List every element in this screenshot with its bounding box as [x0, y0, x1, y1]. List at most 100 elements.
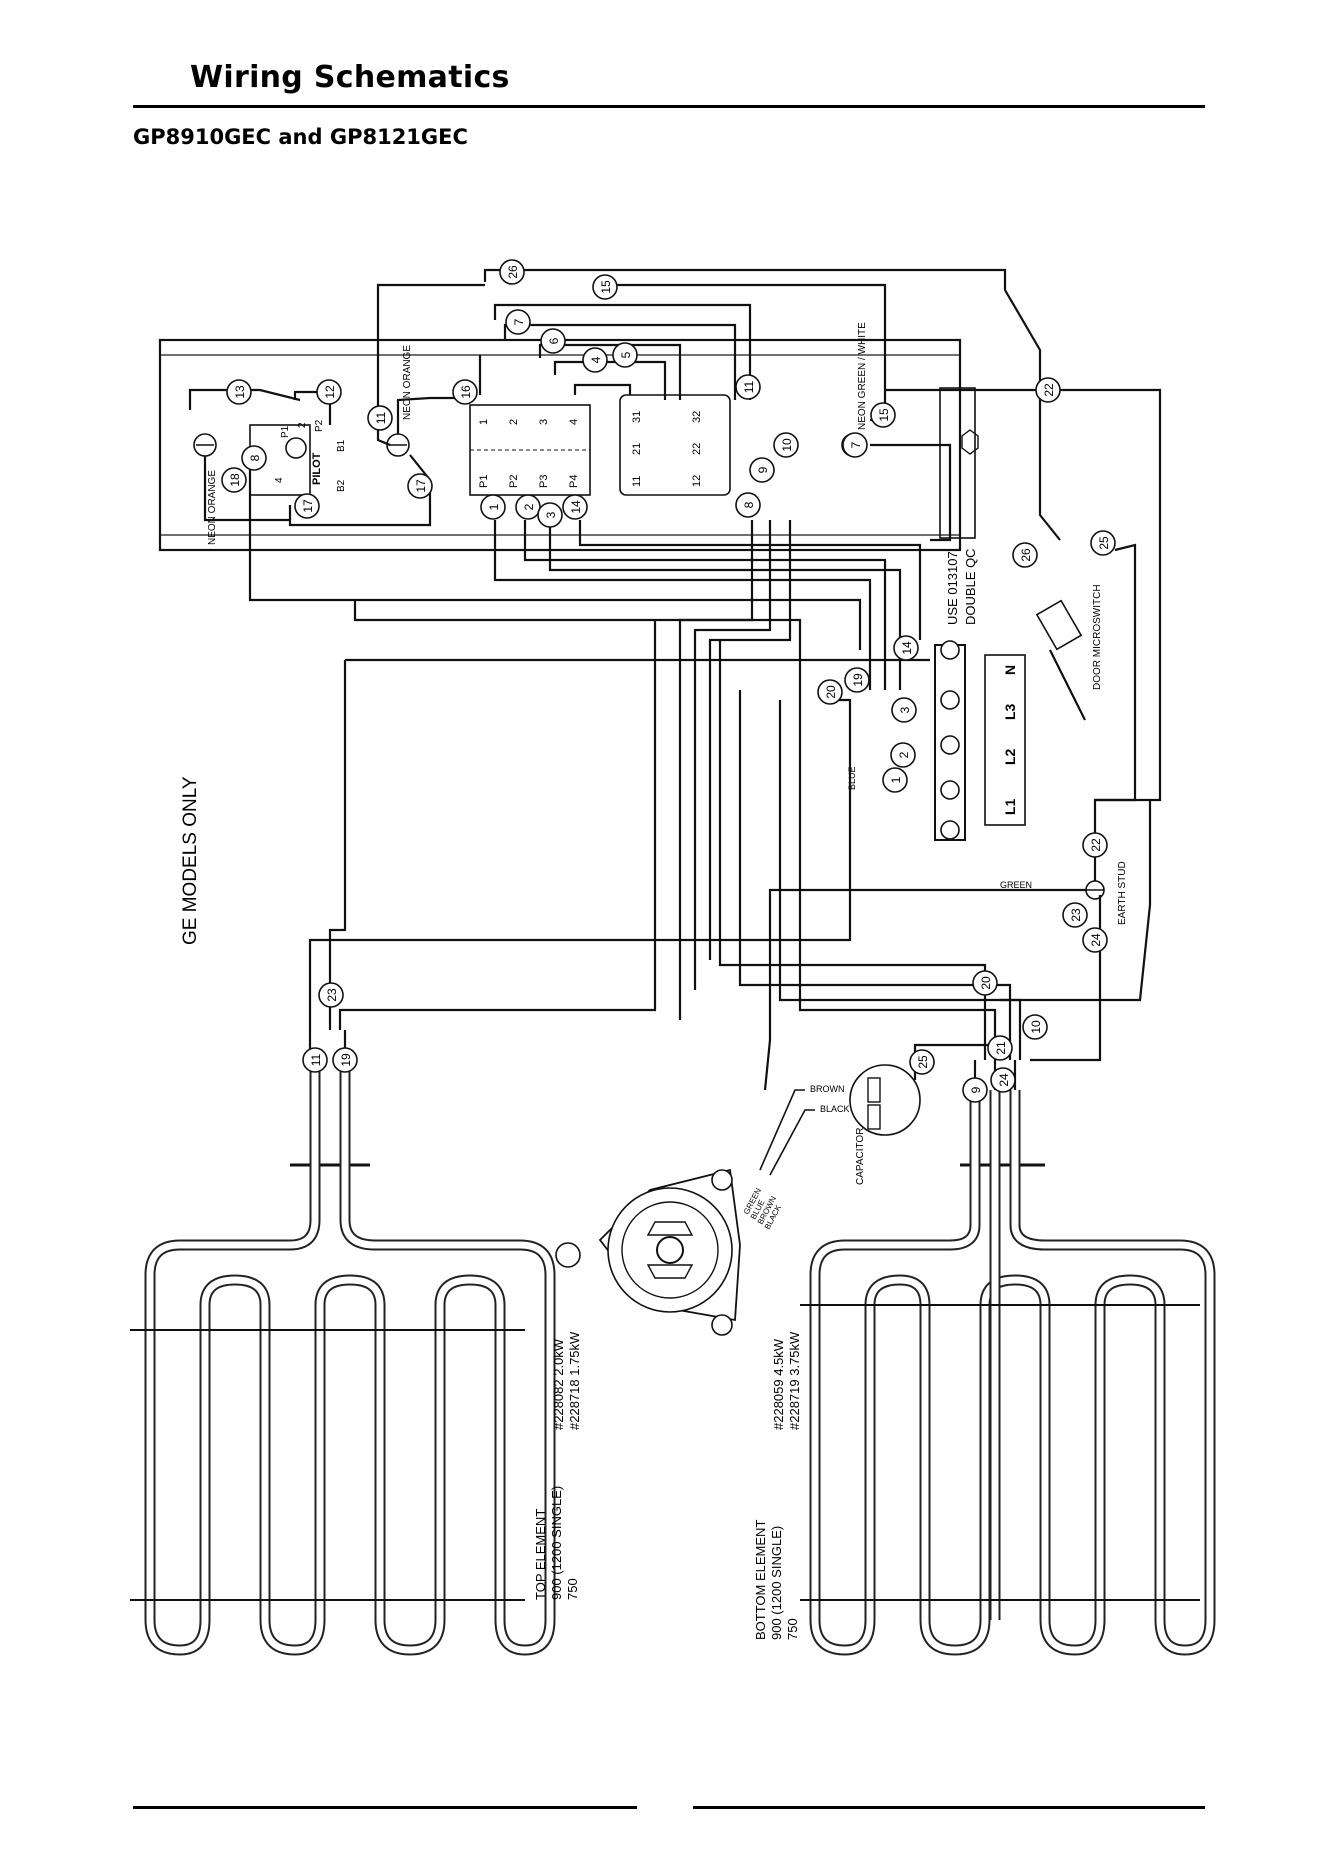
wire-number-marker: 19: [332, 1047, 358, 1073]
wire-number-text: 8: [742, 501, 756, 508]
wire-number-marker: 23: [1062, 902, 1088, 928]
pilot-label: PILOT: [311, 452, 323, 485]
terminal-l3: L3: [1002, 703, 1018, 720]
wire-number-marker: 25: [1090, 530, 1116, 556]
wire-number-text: 11: [742, 380, 756, 393]
wire-number-marker: 1: [882, 767, 908, 793]
control-panel: NEON ORANGE PILOT 2 4 P1 P2 B1 B2 NEON O…: [158, 322, 979, 552]
wire-number-text: 9: [756, 466, 770, 473]
wire-number-circle: [515, 494, 541, 520]
wire-number-marker: 14: [893, 635, 919, 661]
wire-number-text: 5: [619, 351, 633, 358]
wire-number-marker: 22: [1082, 832, 1108, 858]
wire-number-circle: [562, 494, 588, 520]
wire-number-text: 17: [301, 499, 315, 513]
motor-shaft-icon: [656, 1236, 684, 1264]
terminal-n: N: [1002, 665, 1018, 675]
wire-number-circle: [241, 445, 267, 471]
wire-number-circle: [817, 679, 843, 705]
wire-number-text: 26: [506, 265, 520, 279]
wire-number-text: 3: [544, 511, 558, 518]
wire-number-circle: [226, 379, 252, 405]
panel-bracket: [939, 387, 976, 539]
fan-motor: GREEN BLUE BROWN BLACK: [555, 1168, 783, 1336]
pilot-pin-p2: P2: [314, 419, 325, 432]
wire-number-marker: 24: [1082, 927, 1108, 953]
top-element-part-1: #228082 2.0kW: [551, 1338, 566, 1430]
wire-number-text: 13: [233, 385, 247, 399]
footer-rule-left: [133, 1806, 637, 1809]
header-rule: [133, 105, 1205, 108]
wire-black-label: BLACK: [820, 1104, 850, 1114]
wire-number-marker: 17: [294, 493, 320, 519]
wire-number-circle: [582, 347, 608, 373]
pilot-pin-p1: P1: [280, 425, 291, 438]
wire-number-marker: 4: [582, 347, 608, 373]
motor-mount-hole-icon: [711, 1169, 733, 1191]
wire-number-marker: 11: [367, 405, 393, 431]
wire-number-text: 1: [487, 503, 501, 510]
bottom-element-750: 750: [785, 1618, 800, 1640]
bottom-element-part-2: #228719 3.75kW: [787, 1331, 802, 1430]
wire-number-text: 20: [824, 685, 838, 699]
wire-number-text: 24: [1089, 933, 1103, 947]
wire-number-circle: [294, 493, 320, 519]
wire-number-circle: [612, 342, 638, 368]
door-microswitch: DOOR MICROSWITCH: [1035, 584, 1103, 721]
wire-number-marker: 15: [592, 274, 618, 300]
wire-number-marker: 19: [844, 667, 870, 693]
capacitor: CAPACITOR BROWN BLACK: [759, 1064, 921, 1185]
terminal-screw-icon: [940, 735, 960, 755]
wire-number-marker: 24: [990, 1067, 1016, 1093]
wire-number-circle: [890, 742, 916, 768]
terminal-l1: L1: [1002, 798, 1018, 815]
bottom-element: BOTTOM ELEMENT 900 (1200 SINGLE) 750 #22…: [753, 1090, 1216, 1656]
wire-number-text: 7: [849, 441, 863, 448]
wire-number-circle: [316, 379, 342, 405]
wire-number-text: 1: [889, 776, 903, 783]
bottom-element-size: 900 (1200 SINGLE): [769, 1526, 784, 1640]
wire-number-marker: 14: [562, 494, 588, 520]
wire-number-text: 19: [339, 1053, 353, 1067]
wire-number-circle: [499, 259, 525, 285]
wire-number-marker: 6: [540, 328, 566, 354]
wire-number-marker: 22: [1035, 377, 1061, 403]
wire-number-marker: 2: [515, 494, 541, 520]
wire-number-text: 11: [309, 1053, 323, 1066]
earth-stud: EARTH STUD GREEN: [763, 850, 1128, 1091]
wire-number-marker: 5: [612, 342, 638, 368]
wire-number-circle: [842, 432, 868, 458]
wire-number-text: 18: [228, 473, 242, 487]
wire-number-circle: [332, 1047, 358, 1073]
wire-number-circle: [1090, 530, 1116, 556]
wire-number-marker: 20: [817, 679, 843, 705]
wire-number-marker: 13: [226, 379, 252, 405]
wire-number-text: 7: [512, 318, 526, 325]
panel-inner: [159, 354, 961, 536]
wire-number-marker: 20: [972, 970, 998, 996]
motor-mount-hole-icon: [555, 1242, 581, 1268]
terminal-screw-icon: [940, 640, 960, 660]
top-element-part-2: #228718 1.75kW: [567, 1331, 582, 1430]
models-note: GE MODELS ONLY: [180, 776, 201, 945]
wire-number-circle: [962, 1077, 988, 1103]
door-switch-label: DOOR MICROSWITCH: [1092, 584, 1103, 690]
wire-number-circle: [537, 502, 563, 528]
footer-rule-right: [693, 1806, 1205, 1809]
pilot-dial-icon: [285, 437, 307, 459]
wire-number-circle: [882, 767, 908, 793]
wire-number-circle: [987, 1035, 1013, 1061]
wire-number-circle: [452, 379, 478, 405]
wire-number-text: 9: [969, 1086, 983, 1093]
contact-4: 4: [568, 419, 580, 425]
contact-2: 2: [508, 419, 520, 425]
wire-number-text: 15: [599, 280, 613, 294]
wire-number-marker: 9: [749, 457, 775, 483]
wire-number-circle: [735, 374, 761, 400]
wire-number-circle: [870, 402, 896, 428]
wire-number-marker: 8: [241, 445, 267, 471]
wire-number-circle: [1035, 377, 1061, 403]
pilot-pin-b2: B2: [336, 479, 347, 492]
wire-number-marker: 2: [890, 742, 916, 768]
